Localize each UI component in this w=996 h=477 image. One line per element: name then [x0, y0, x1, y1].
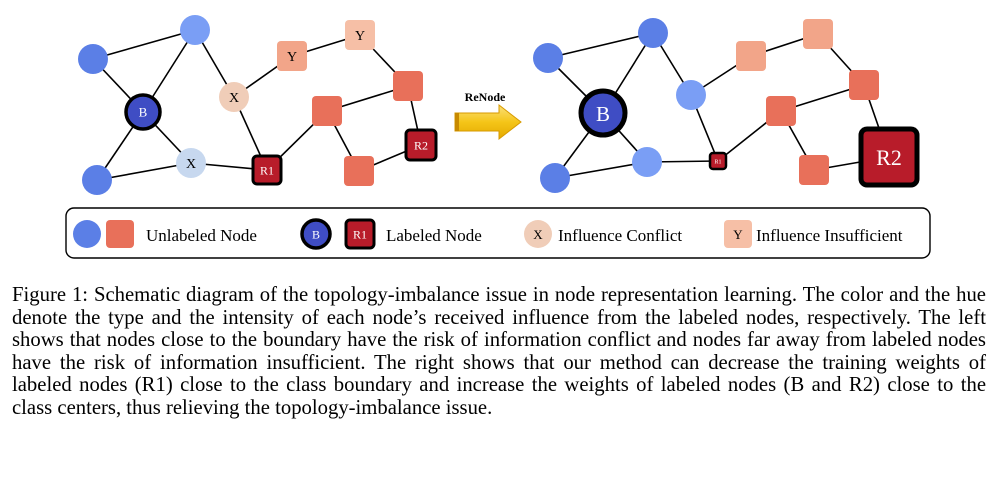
unlabeled-blue-node — [632, 147, 662, 177]
legend-b-glyph: B — [312, 228, 320, 242]
unlabeled-red-node — [849, 70, 879, 100]
unlabeled-blue-swatch — [73, 220, 101, 248]
node-label-x: X — [186, 157, 196, 172]
topology-imbalance-diagram: B X X Y Y R1 R2 ReNode — [65, 15, 931, 259]
edge — [554, 161, 648, 179]
unlabeled-blue-node — [540, 163, 570, 193]
unlabeled-red-node — [344, 156, 374, 186]
left-nodes: B X X Y Y R1 R2 — [78, 15, 438, 195]
node-label-b: B — [139, 105, 148, 120]
legend-labeled-label: Labeled Node — [386, 226, 482, 245]
unlabeled-blue-node — [78, 44, 108, 74]
unlabeled-blue-node — [533, 43, 563, 73]
arrow-tail — [455, 113, 459, 131]
unlabeled-red-node — [312, 96, 342, 126]
labeled-node-r2-enlarged — [858, 126, 920, 188]
arrow-right-icon — [454, 103, 522, 141]
node-label-r2: R2 — [414, 139, 428, 153]
unlabeled-red-node — [736, 41, 766, 71]
legend: Unlabeled Node B R1 Labeled Node X Influ… — [65, 207, 931, 259]
labeled-red-swatch — [344, 218, 376, 250]
labeled-blue-swatch — [300, 218, 332, 250]
edge — [92, 29, 196, 60]
insufficient-swatch — [724, 220, 752, 248]
edge — [547, 32, 654, 59]
unlabeled-blue-node — [180, 15, 210, 45]
insufficient-node — [345, 20, 375, 50]
node-label-y: Y — [355, 29, 365, 44]
unlabeled-blue-node — [676, 80, 706, 110]
conflict-swatch — [524, 220, 552, 248]
node-label-b: B — [596, 102, 610, 126]
node-label-r1: R1 — [714, 160, 721, 166]
legend-box — [65, 207, 931, 259]
labeled-node-r1 — [251, 154, 283, 186]
labeled-node-r1-shrunk — [708, 151, 728, 171]
arrow-label: ReNode — [465, 90, 506, 104]
edge — [96, 162, 192, 181]
legend-insufficient-label: Influence Insufficient — [756, 226, 903, 245]
conflict-node — [176, 148, 206, 178]
unlabeled-red-node — [799, 155, 829, 185]
node-label-r2: R2 — [876, 145, 902, 170]
unlabeled-red-node — [393, 71, 423, 101]
legend-unlabeled-label: Unlabeled Node — [146, 226, 257, 245]
insufficient-node — [277, 41, 307, 71]
labeled-node-b — [124, 93, 162, 131]
unlabeled-blue-node — [82, 165, 112, 195]
unlabeled-red-swatch — [106, 220, 134, 248]
node-label-r1: R1 — [260, 164, 274, 178]
legend-r1-glyph: R1 — [353, 228, 367, 242]
node-label-x: X — [229, 91, 239, 106]
renode-arrow: ReNode — [454, 90, 522, 141]
right-nodes: B R1 R2 — [533, 18, 920, 193]
conflict-node — [219, 82, 249, 112]
unlabeled-red-node — [766, 96, 796, 126]
figure-caption: Figure 1: Schematic diagram of the topol… — [12, 284, 986, 419]
unlabeled-blue-node — [638, 18, 668, 48]
labeled-node-b-enlarged — [578, 88, 628, 138]
unlabeled-red-node — [803, 19, 833, 49]
legend-conflict-label: Influence Conflict — [558, 226, 682, 245]
labeled-node-r2 — [404, 128, 438, 162]
legend-y-glyph: Y — [733, 227, 743, 242]
legend-x-glyph: X — [533, 227, 543, 242]
node-label-y: Y — [287, 50, 297, 65]
figure-1: B X X Y Y R1 R2 ReNode — [65, 15, 931, 259]
